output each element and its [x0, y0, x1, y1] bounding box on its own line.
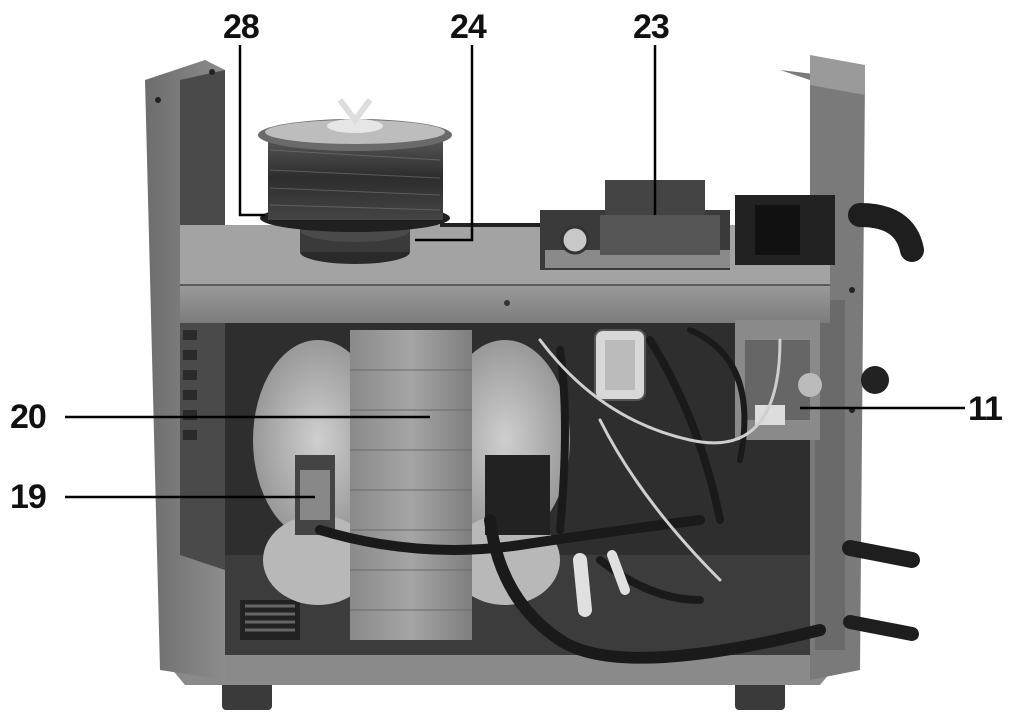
leader-lines: [65, 45, 965, 499]
control-pcb: [735, 320, 822, 440]
callout-11: 11: [968, 390, 1003, 428]
fan-unit: [594, 329, 646, 401]
wiring-harness: [315, 327, 826, 664]
terminal-block: [295, 455, 335, 535]
rear-cables: [842, 203, 924, 641]
left-side-panel: [145, 60, 225, 680]
wire-feeder: [440, 180, 835, 270]
wire-spool: [258, 98, 452, 232]
callout-24: 24: [450, 8, 487, 46]
callout-23: 23: [633, 8, 670, 46]
callout-19: 19: [10, 478, 47, 516]
transformer: [253, 330, 570, 640]
callout-20: 20: [10, 398, 47, 436]
callout-28: 28: [223, 8, 260, 46]
upper-shelf: [180, 225, 830, 323]
